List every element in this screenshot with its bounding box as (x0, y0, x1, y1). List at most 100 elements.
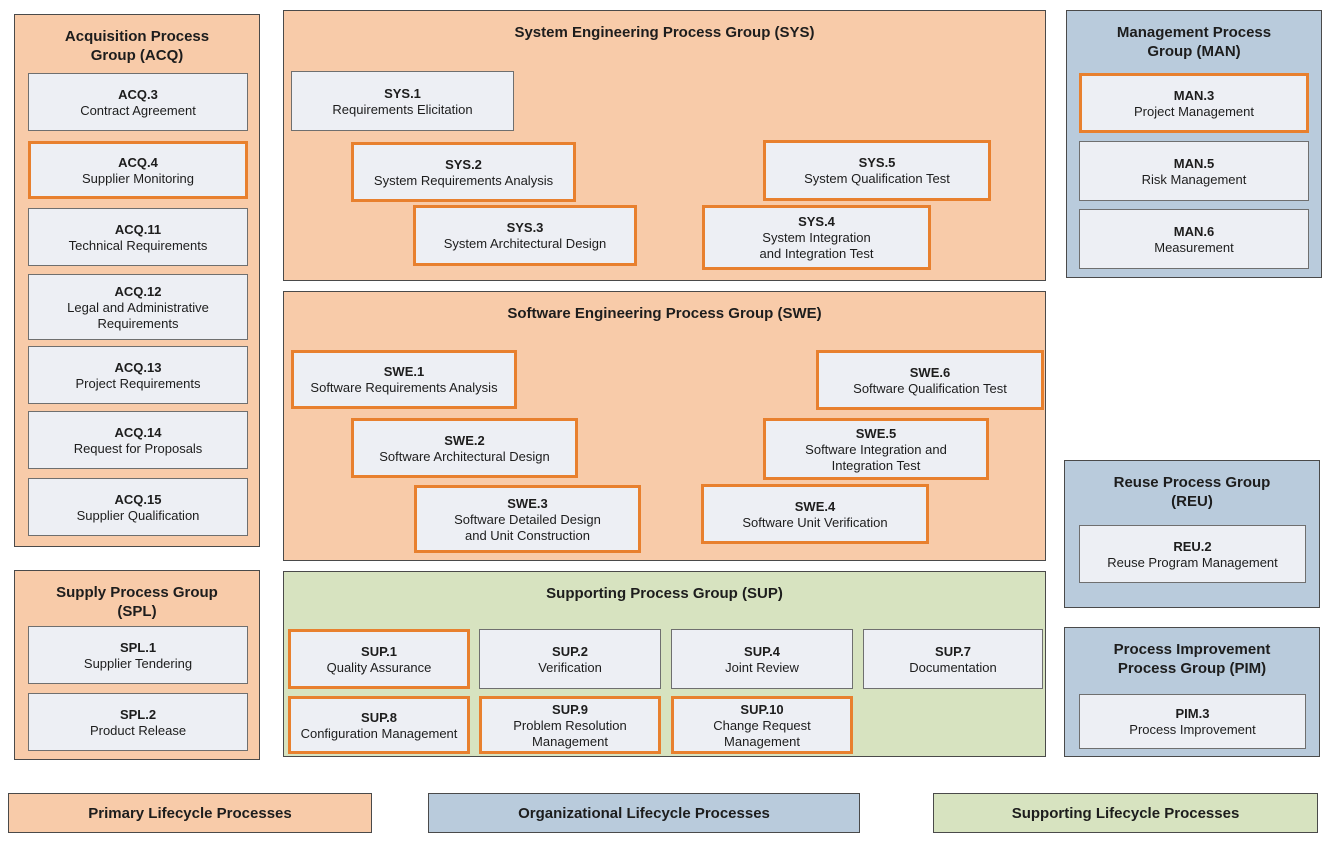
process-label: Software Requirements Analysis (310, 380, 498, 395)
process-box-man3: MAN.3 Project Management (1079, 73, 1309, 133)
process-box-sup1: SUP.1 Quality Assurance (288, 629, 470, 689)
process-code: MAN.5 (1173, 155, 1215, 171)
process-label: System Requirements Analysis (373, 172, 554, 188)
process-box-sys2: SYS.2 System Requirements Analysis (351, 142, 576, 202)
process-code: ACQ.4 (118, 154, 158, 170)
group-sys: System Engineering Process Group (SYS) S… (283, 10, 1046, 281)
process-code: ACQ.14 (114, 424, 162, 440)
legend-primary-label: Primary Lifecycle Processes (88, 804, 292, 822)
group-reu-title: Reuse Process Group (REU) (1113, 474, 1271, 510)
group-swe: Software Engineering Process Group (SWE)… (283, 291, 1046, 561)
group-sup: Supporting Process Group (SUP) SUP.1 Qua… (283, 571, 1046, 757)
process-box-swe5: SWE.5 Software Integration and Integrati… (763, 418, 989, 480)
process-box-pim3: PIM.3 Process Improvement (1079, 694, 1306, 749)
process-code: MAN.6 (1173, 223, 1215, 239)
process-label: Product Release (89, 722, 187, 738)
legend-primary: Primary Lifecycle Processes (8, 793, 372, 833)
process-code: SYS.5 (858, 155, 896, 170)
process-label: Legal and Administrative Requirements (67, 299, 209, 331)
legend-organizational: Organizational Lifecycle Processes (428, 793, 860, 833)
process-box-sup2: SUP.2 Verification (479, 629, 661, 689)
process-label: Requirements Elicitation (332, 101, 473, 117)
process-code: SYS.1 (384, 85, 421, 101)
process-code: ACQ.3 (118, 86, 158, 102)
group-spl: Supply Process Group (SPL) SPL.1 Supplie… (14, 570, 260, 760)
process-code: SYS.2 (445, 156, 482, 172)
process-box-man6: MAN.6 Measurement (1079, 209, 1309, 269)
process-box-sys3: SYS.3 System Architectural Design (413, 205, 637, 266)
process-label: Process Improvement (1129, 722, 1256, 737)
process-code: SYS.4 (798, 214, 835, 229)
group-acq-title: Acquisition Process Group (ACQ) (64, 28, 210, 64)
process-box-acq11: ACQ.11 Technical Requirements (28, 208, 248, 266)
process-label: Problem Resolution Management (513, 717, 627, 749)
process-label: Contract Agreement (80, 102, 196, 118)
process-code: SYS.3 (506, 220, 544, 235)
process-code: SWE.4 (794, 498, 836, 514)
process-box-sup7: SUP.7 Documentation (863, 629, 1043, 689)
process-box-sup8: SUP.8 Configuration Management (288, 696, 470, 754)
process-label: Documentation (909, 659, 997, 675)
process-label: Supplier Tendering (83, 655, 193, 671)
process-box-man5: MAN.5 Risk Management (1079, 141, 1309, 201)
process-label: System Integration and Integration Test (759, 230, 874, 261)
process-label: Supplier Qualification (76, 507, 200, 523)
process-code: ACQ.13 (114, 359, 162, 375)
process-box-acq4: ACQ.4 Supplier Monitoring (28, 141, 248, 199)
process-label: Software Architectural Design (379, 448, 550, 464)
process-box-spl1: SPL.1 Supplier Tendering (28, 626, 248, 684)
process-label: Request for Proposals (73, 440, 203, 456)
group-sup-title: Supporting Process Group (SUP) (546, 585, 783, 602)
process-code: SPL.1 (119, 639, 157, 655)
process-code: SUP.8 (361, 709, 397, 725)
process-code: SWE.3 (507, 495, 548, 511)
process-code: SUP.10 (740, 701, 784, 717)
process-box-acq15: ACQ.15 Supplier Qualification (28, 478, 248, 536)
process-box-sup9: SUP.9 Problem Resolution Management (479, 696, 661, 754)
process-label: System Qualification Test (804, 171, 950, 186)
process-label: Technical Requirements (68, 237, 208, 253)
process-label: Software Integration and Integration Tes… (805, 441, 947, 473)
process-label: Risk Management (1141, 171, 1247, 187)
group-man: Management Process Group (MAN) MAN.3 Pro… (1066, 10, 1322, 278)
process-label: Project Management (1134, 103, 1254, 119)
process-label: Software Qualification Test (853, 380, 1007, 396)
legend-supporting-label: Supporting Lifecycle Processes (1011, 804, 1240, 822)
process-label: Measurement (1154, 239, 1234, 255)
group-pim-title: Process Improvement Process Group (PIM) (1113, 641, 1271, 677)
process-box-swe2: SWE.2 Software Architectural Design (351, 418, 578, 478)
process-code: SWE.5 (855, 425, 897, 441)
process-label: Supplier Monitoring (81, 170, 194, 186)
group-sys-title: System Engineering Process Group (SYS) (514, 24, 815, 41)
process-code: SUP.4 (744, 643, 780, 659)
process-code: ACQ.15 (114, 491, 162, 507)
process-box-sup10: SUP.10 Change Request Management (671, 696, 853, 754)
legend-organizational-label: Organizational Lifecycle Processes (518, 804, 770, 822)
process-code: SUP.1 (361, 643, 397, 659)
process-label: Change Request Management (713, 717, 811, 749)
process-code: SWE.1 (383, 364, 425, 379)
group-man-title: Management Process Group (MAN) (1116, 24, 1272, 60)
legend-supporting: Supporting Lifecycle Processes (933, 793, 1318, 833)
process-box-sup4: SUP.4 Joint Review (671, 629, 853, 689)
process-label: Software Unit Verification (742, 514, 888, 530)
process-box-reu2: REU.2 Reuse Program Management (1079, 525, 1306, 583)
process-box-swe6: SWE.6 Software Qualification Test (816, 350, 1044, 410)
process-box-acq13: ACQ.13 Project Requirements (28, 346, 248, 404)
process-label: Software Detailed Design and Unit Constr… (454, 511, 601, 543)
process-box-swe3: SWE.3 Software Detailed Design and Unit … (414, 485, 641, 553)
process-code: PIM.3 (1175, 706, 1210, 721)
process-code: REU.2 (1173, 538, 1212, 554)
group-acq: Acquisition Process Group (ACQ) ACQ.3 Co… (14, 14, 260, 547)
process-box-spl2: SPL.2 Product Release (28, 693, 248, 751)
process-label: Reuse Program Management (1107, 554, 1278, 570)
process-code: SUP.7 (935, 643, 971, 659)
process-code: SWE.6 (909, 364, 951, 380)
process-box-swe4: SWE.4 Software Unit Verification (701, 484, 929, 544)
process-label: System Architectural Design (443, 236, 607, 251)
process-box-sys4: SYS.4 System Integration and Integration… (702, 205, 931, 270)
group-reu: Reuse Process Group (REU) REU.2 Reuse Pr… (1064, 460, 1320, 608)
process-code: SUP.2 (552, 643, 588, 659)
group-spl-title: Supply Process Group (SPL) (56, 584, 218, 620)
process-label: Project Requirements (75, 375, 201, 391)
